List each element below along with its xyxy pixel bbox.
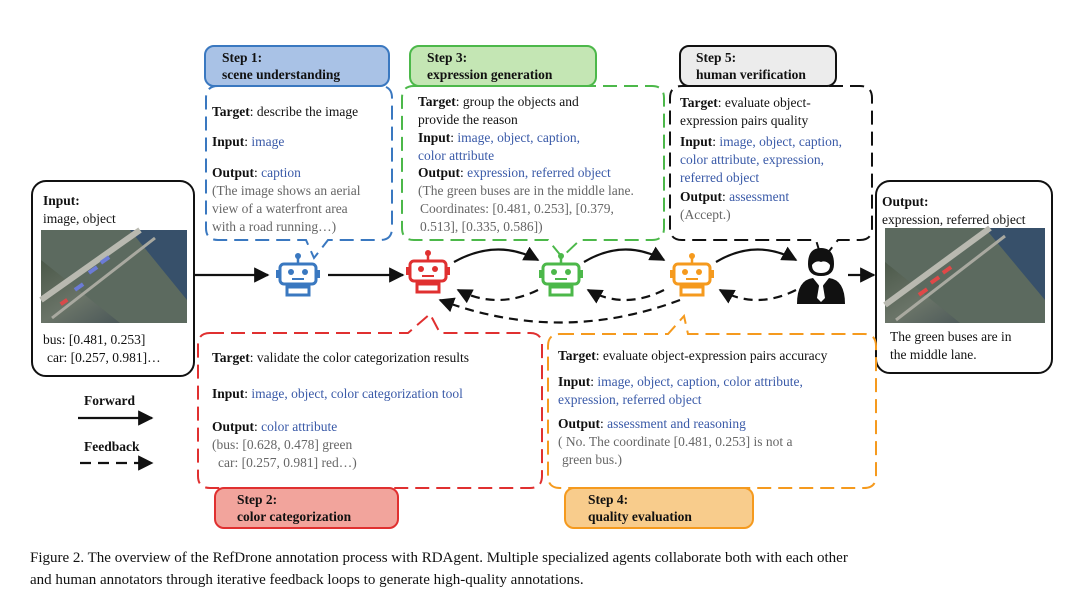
feedback-agent4-to-agent3	[586, 289, 665, 304]
feedback-agent3-to-agent2	[456, 289, 539, 304]
step1-title-box	[204, 45, 390, 87]
step3-title-line2: expression generation	[427, 67, 553, 82]
step1-box	[205, 85, 393, 260]
legend-feedback-label: Feedback	[84, 439, 140, 454]
robot-icon-color	[406, 250, 450, 294]
step4-target: Target: evaluate object-expression pairs…	[558, 348, 828, 363]
step2-box	[197, 312, 543, 489]
input-title: Input:	[43, 193, 80, 208]
figure-caption-line1: Figure 2. The overview of the RefDrone a…	[30, 550, 848, 566]
step3-input-line1: Input: image, object, caption,	[418, 130, 581, 145]
step4-example-line2: green bus.)	[562, 452, 622, 467]
step1-input: Input: image	[212, 134, 285, 149]
output-example-line2: the middle lane.	[890, 347, 977, 362]
input-items: image, object	[43, 211, 116, 226]
step2-title-line2: color categorization	[237, 509, 352, 524]
step2-target: Target: validate the color categorizatio…	[212, 350, 470, 365]
step2-input: Input: image, object, color categorizati…	[212, 386, 463, 401]
step4-box	[547, 313, 877, 489]
step1-output: Output: caption	[212, 165, 301, 180]
robot-icon-quality	[670, 253, 714, 297]
step2-output: Output: color attribute	[212, 419, 338, 434]
step2-title-box	[214, 487, 399, 529]
step2-title-line1: Step 2:	[237, 492, 278, 507]
step4-title-box	[564, 487, 754, 529]
step5-example-line1: (Accept.)	[680, 207, 731, 222]
step2-example-line2: car: [0.257, 0.981] red…)	[218, 455, 357, 470]
step3-example-line1: (The green buses are in the middle lane.	[418, 183, 634, 198]
step3-example-line2: Coordinates: [0.481, 0.253], [0.379,	[420, 201, 614, 216]
step5-input-line2: color attribute, expression,	[680, 152, 824, 167]
step4-input-line2: expression, referred object	[558, 392, 702, 407]
step4-example-line1: ( No. The coordinate [0.481, 0.253] is n…	[558, 434, 793, 449]
human-annotator-icon	[797, 248, 845, 304]
output-items: expression, referred object	[882, 212, 1026, 227]
step3-box	[401, 85, 665, 259]
step5-target-line1: Target: evaluate object-	[680, 95, 811, 110]
input-car-coords: car: [0.257, 0.981]…	[47, 350, 161, 365]
arrow-agent4-to-human	[715, 246, 798, 263]
input-aerial-image	[39, 227, 187, 323]
step3-example-line3: 0.513], [0.335, 0.586])	[420, 219, 543, 234]
legend-forward-label: Forward	[84, 393, 135, 408]
output-title: Output:	[882, 194, 929, 209]
step3-target-line2: provide the reason	[418, 112, 518, 127]
step5-title-box	[679, 45, 837, 87]
step5-input-line3: referred object	[680, 170, 760, 185]
figure-caption-line2: and human annotators through iterative f…	[30, 572, 584, 588]
input-bus-coords: bus: [0.481, 0.253]	[43, 332, 146, 347]
feedback-human-to-agent4	[718, 289, 797, 304]
step4-output: Output: assessment and reasoning	[558, 416, 746, 431]
step5-input-line1: Input: image, object, caption,	[680, 134, 843, 149]
step5-title-line1: Step 5:	[696, 50, 737, 65]
step5-output: Output: assessment	[680, 189, 790, 204]
step1-target: Target: describe the image	[212, 104, 359, 119]
step3-input-line2: color attribute	[418, 148, 495, 163]
output-aerial-image	[883, 225, 1045, 323]
arrow-agent3-to-agent4	[583, 246, 666, 263]
step1-example-line3: with a road running…)	[212, 219, 337, 234]
step3-title-box	[409, 45, 597, 87]
robot-icon-expression	[539, 253, 583, 297]
step3-target-line1: Target: group the objects and	[418, 94, 579, 109]
step4-title-line1: Step 4:	[588, 492, 629, 507]
step3-title-line1: Step 3:	[427, 50, 468, 65]
arrow-agent2-to-agent3	[453, 246, 540, 263]
robot-icon-scene	[276, 253, 320, 297]
step1-title-line2: scene understanding	[222, 67, 341, 82]
step1-example-line2: view of a waterfront area	[212, 201, 348, 216]
step5-target-line2: expression pairs quality	[680, 113, 809, 128]
step5-box	[669, 85, 873, 263]
step1-example-line1: (The image shows an aerial	[212, 183, 361, 198]
step4-title-line2: quality evaluation	[588, 509, 692, 524]
step4-input-line1: Input: image, object, caption, color att…	[558, 374, 803, 389]
step3-output: Output: expression, referred object	[418, 165, 611, 180]
feedback-agent4-to-agent2	[438, 297, 681, 324]
step1-title-line1: Step 1:	[222, 50, 263, 65]
step2-example-line1: (bus: [0.628, 0.478] green	[212, 437, 353, 452]
step5-title-line2: human verification	[696, 67, 806, 82]
output-example-line1: The green buses are in	[890, 329, 1012, 344]
